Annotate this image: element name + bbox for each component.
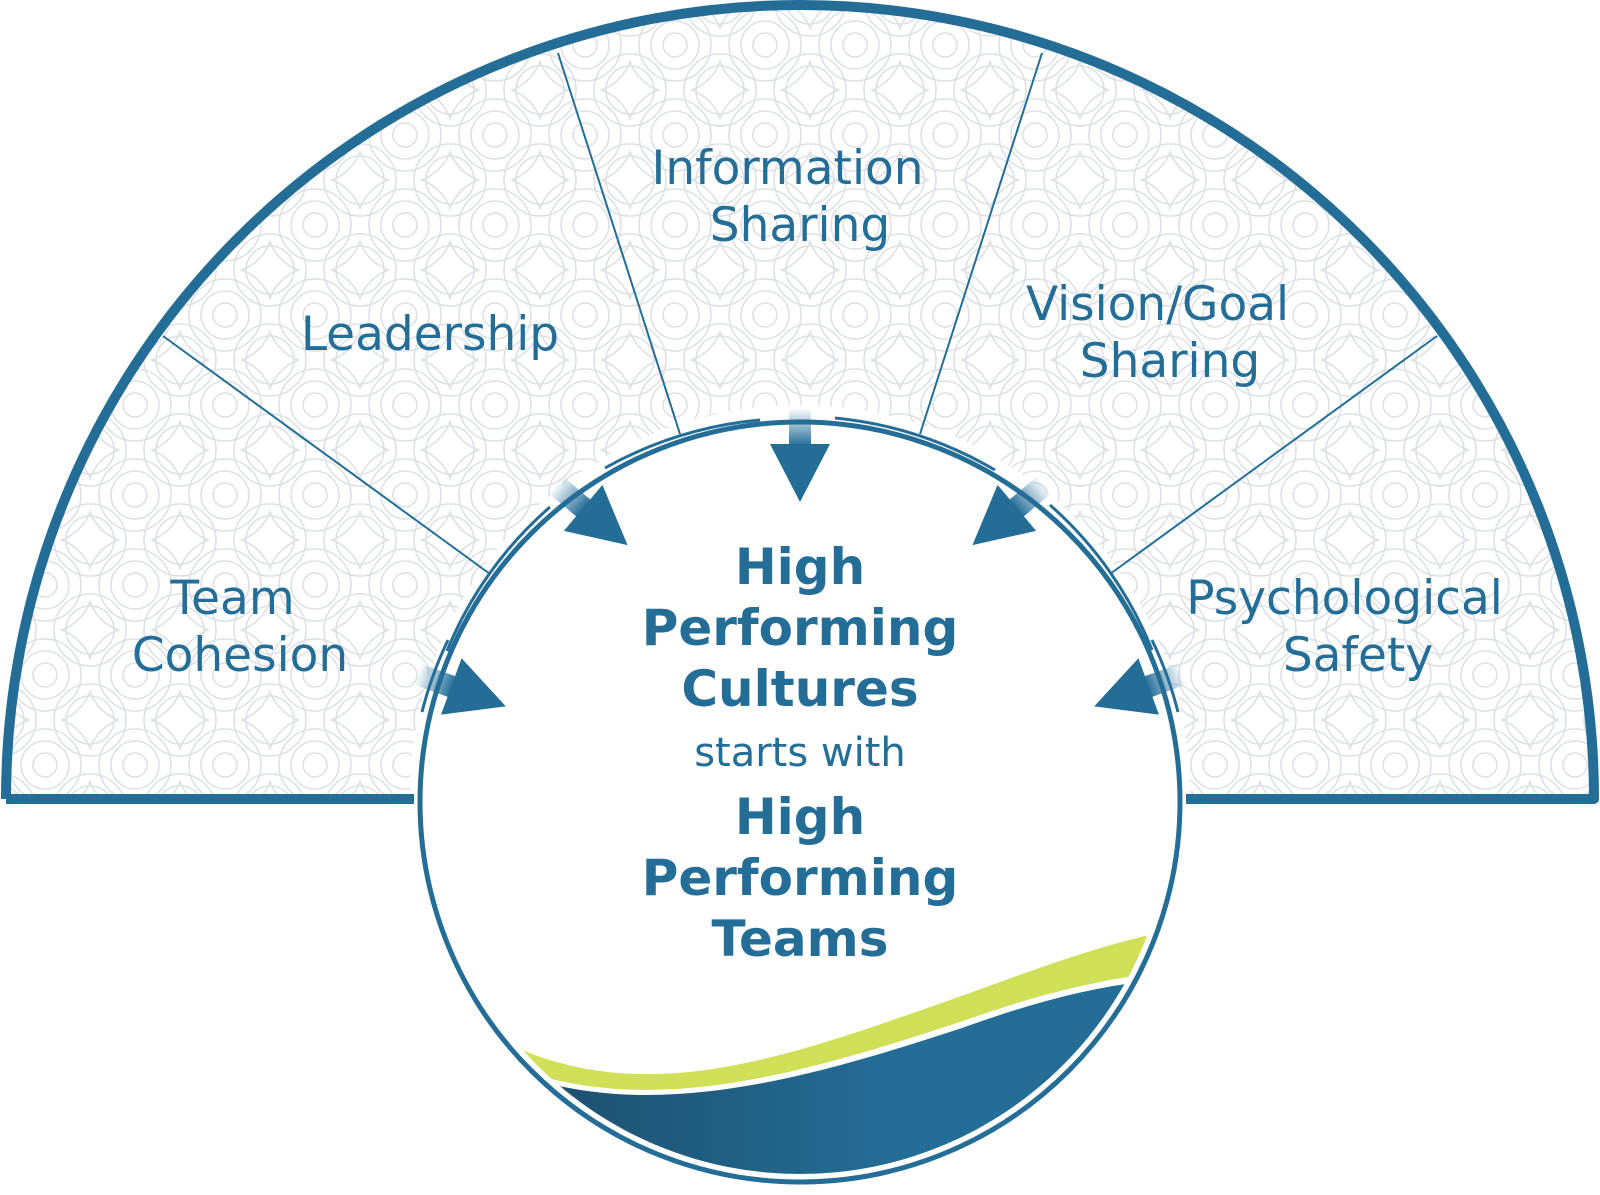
divider-line [919,52,1043,435]
center-line-cultures: Cultures [681,660,918,718]
inner-arc [1049,503,1154,651]
center-line-high-1: High [735,538,865,596]
segment-label-information-sharing: Information Sharing [651,141,938,253]
outer-dome [6,5,1594,799]
divider-line [162,335,491,575]
outer-dome-border [1,0,1599,804]
segment-label-leadership: Leadership [301,307,559,362]
center-line-teams: Teams [712,910,889,968]
segment-label-team-cohesion: Team Cohesion [132,571,348,683]
segment-label-vision-goal-sharing: Vision/Goal Sharing [1026,277,1304,389]
inner-arc [445,505,551,652]
inner-arc [834,416,996,472]
divider-line [1109,335,1438,575]
segment-label-psychological-safety: Psychological Safety [1186,571,1518,683]
segment-dividers [162,52,1438,575]
center-line-high-2: High [735,788,865,846]
center-line-performing-1: Performing [642,599,959,657]
divider-line [557,52,681,435]
inner-arc [604,418,761,470]
center-line-performing-2: Performing [642,849,959,907]
center-connector: starts with [694,730,906,776]
